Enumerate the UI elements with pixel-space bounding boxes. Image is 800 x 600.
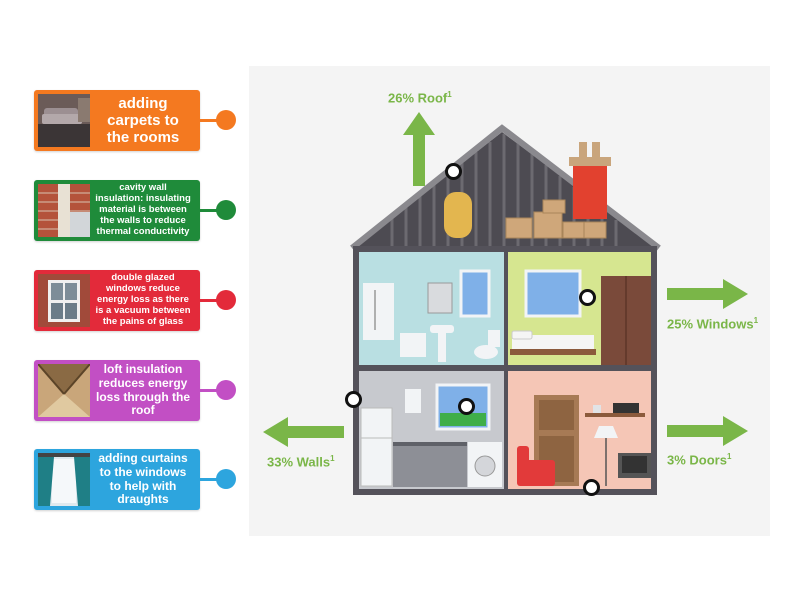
card-cavity-wall-dot[interactable] [216, 200, 236, 220]
hotspot-floor[interactable] [583, 479, 600, 496]
roof-loss-label: 26% Roof1 [388, 90, 452, 105]
card-double-glazing-connector [199, 299, 225, 302]
card-cavity-wall-connector [199, 209, 225, 212]
windows-loss-label: 25% Windows1 [667, 316, 758, 331]
walls-loss-text: 33% Walls [267, 454, 331, 470]
walls-loss-label: 33% Walls1 [267, 454, 335, 469]
double-glazed-window-photo [38, 274, 90, 327]
card-curtains-dot[interactable] [216, 469, 236, 489]
doors-loss-note: 1 [726, 452, 732, 461]
walls-loss-arrow [263, 417, 344, 447]
walls-loss-note: 1 [330, 454, 335, 463]
doors-loss-arrow [667, 416, 748, 446]
card-carpets-dot[interactable] [216, 110, 236, 130]
hotspot-kitchen-window[interactable] [458, 398, 475, 415]
loft-insulation-photo [38, 364, 90, 417]
card-cavity-wall-text-main: cavity wall insulation: insulating mater… [95, 182, 191, 226]
card-carpets-connector [199, 119, 225, 122]
doors-loss-label: 3% Doors1 [667, 452, 731, 467]
card-loft-insulation[interactable]: loft insulation reduces energy loss thro… [34, 360, 200, 421]
card-loft-insulation-connector [199, 389, 225, 392]
card-carpets[interactable]: adding carpets to the rooms [34, 90, 200, 151]
doors-loss-text: 3% Doors [667, 452, 727, 468]
card-loft-insulation-text: loft insulation reduces energy loss thro… [96, 361, 190, 418]
card-curtains-connector [199, 478, 225, 481]
hotspot-wall[interactable] [345, 391, 362, 408]
attic-boxes [505, 199, 607, 239]
card-double-glazing[interactable]: double glazed windows reduce energy loss… [34, 270, 200, 331]
card-double-glazing-text: double glazed windows reduce energy loss… [95, 272, 191, 327]
curtains-photo [38, 453, 90, 506]
roof-loss-text: 26% Roof [388, 90, 448, 106]
roof-loss-arrow [403, 112, 435, 186]
card-loft-insulation-dot[interactable] [216, 380, 236, 400]
roof-loss-note: 1 [447, 90, 452, 99]
windows-loss-text: 25% Windows [667, 316, 754, 332]
cavity-wall-photo [38, 184, 90, 237]
card-cavity-wall-text-bold: thermal conductivity [96, 225, 190, 237]
card-cavity-wall-text: cavity wall insulation: insulating mater… [94, 180, 192, 241]
attic-insulation-roll [444, 192, 472, 238]
hotspot-bedroom-window[interactable] [579, 289, 596, 306]
chimney [573, 164, 607, 219]
card-carpets-text: adding carpets to the rooms [106, 94, 180, 147]
hotspot-roof[interactable] [445, 163, 462, 180]
card-cavity-wall[interactable]: cavity wall insulation: insulating mater… [34, 180, 200, 241]
card-curtains-text: adding curtains to the windows to help w… [98, 450, 188, 507]
windows-loss-note: 1 [753, 316, 759, 325]
windows-loss-arrow [667, 279, 748, 309]
carpet-room-photo [38, 94, 90, 147]
card-curtains[interactable]: adding curtains to the windows to help w… [34, 449, 200, 510]
card-double-glazing-dot[interactable] [216, 290, 236, 310]
